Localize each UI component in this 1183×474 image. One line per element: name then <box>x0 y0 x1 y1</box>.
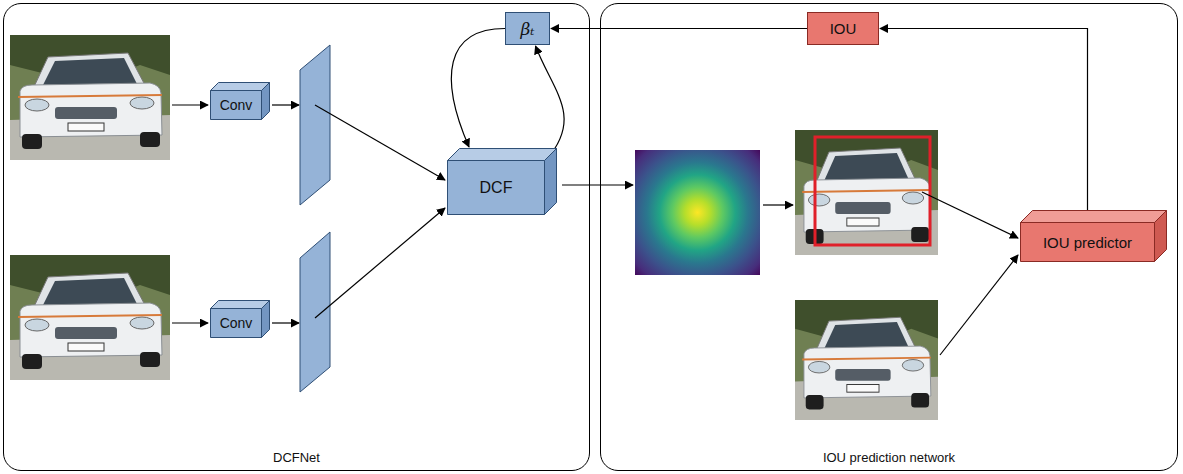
panel-frame: DCFNetConvConvβₜDCF <box>3 3 590 471</box>
box-label: IOU <box>830 20 857 37</box>
box-label: DCF <box>480 179 513 197</box>
box-label: Conv <box>220 97 253 113</box>
flow-arrow <box>922 192 1018 238</box>
iou-box: IOU <box>807 12 879 45</box>
panel-title: DCFNet <box>4 450 589 465</box>
conv-block: Conv <box>210 90 262 120</box>
bounding-box <box>815 137 930 245</box>
feature-map <box>300 232 330 392</box>
block-face <box>262 83 270 120</box>
flow-arrow <box>763 204 793 205</box>
iou-predictor-block: IOU predictor <box>1020 222 1155 262</box>
flow-arrow <box>940 255 1018 355</box>
dcf-block: DCF <box>447 160 545 215</box>
block-face <box>211 91 262 120</box>
car-image <box>10 35 170 160</box>
car-image <box>795 130 938 255</box>
box-label: βₜ <box>520 19 534 39</box>
block-face <box>211 309 262 338</box>
block-face <box>545 149 557 215</box>
block-face <box>448 161 545 215</box>
block-face <box>1021 211 1167 223</box>
car-image <box>795 300 938 420</box>
block-face <box>1155 211 1167 262</box>
response-heatmap <box>635 150 760 275</box>
box-label: Conv <box>220 315 253 331</box>
conv-block: Conv <box>210 308 262 338</box>
block-face <box>211 83 270 91</box>
panel-frame: IOU prediction network IOU IOU predictor <box>600 3 1178 471</box>
block-face <box>262 301 270 338</box>
flow-arrow <box>562 184 633 185</box>
car-image <box>10 255 170 380</box>
flow-arrows <box>172 105 1018 355</box>
connector-arrow <box>536 46 565 154</box>
weight-box: βₜ <box>505 12 550 45</box>
flow-arrow <box>315 105 445 180</box>
flow-arrow <box>172 104 208 105</box>
box-label: IOU predictor <box>1043 234 1132 251</box>
flow-arrow <box>172 322 208 323</box>
block-face <box>1021 223 1155 262</box>
feature-map <box>300 45 330 205</box>
connector-arrow <box>880 29 1088 211</box>
connector-arrow <box>451 29 505 148</box>
block-face <box>448 149 557 161</box>
block-face <box>211 301 270 309</box>
flow-arrow <box>272 322 299 323</box>
flow-arrow <box>272 104 299 105</box>
flow-arrow <box>315 208 445 318</box>
panel-title: IOU prediction network <box>601 450 1177 465</box>
